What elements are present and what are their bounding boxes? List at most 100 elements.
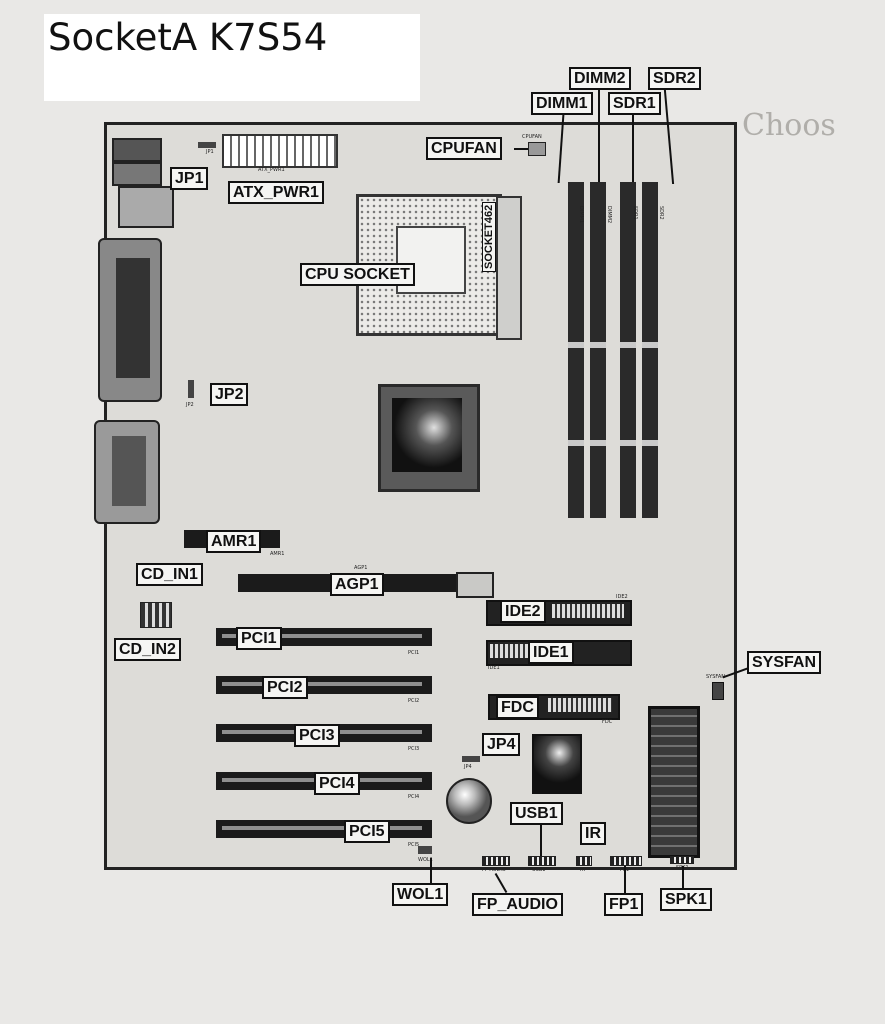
cpu-socket-label: CPU SOCKET xyxy=(300,263,415,286)
dimm-clip xyxy=(590,440,606,446)
dimm-clip xyxy=(590,342,606,348)
ide1-pins xyxy=(490,644,530,658)
dimm-clip xyxy=(568,342,584,348)
pci1-label: PCI1 xyxy=(236,627,282,650)
sdr2-silkscreen: SDR2 xyxy=(658,206,664,220)
atx-pwr1-silkscreen: ATX_PWR1 xyxy=(258,167,285,173)
dimm-clip xyxy=(620,440,636,446)
sdr2-slot xyxy=(642,182,658,518)
sdr1-silkscreen: SDR1 xyxy=(632,206,638,220)
fp-audio-header xyxy=(482,856,510,866)
sdr1-slot xyxy=(620,182,636,518)
page-title: SocketA K7S54 xyxy=(48,16,328,59)
jp1-jumper xyxy=(198,142,216,148)
background-page-heading: Choos xyxy=(742,108,836,143)
dimm-clip xyxy=(568,440,584,446)
cd-in-connectors xyxy=(140,602,172,628)
fdc-pins xyxy=(548,698,612,712)
dimm2-silkscreen: DIMM2 xyxy=(606,206,612,224)
pci2-label: PCI2 xyxy=(262,676,308,699)
dimm1-silkscreen: DIMM1 xyxy=(578,206,584,224)
dimm1-slot xyxy=(568,182,584,518)
ir-label: IR xyxy=(580,822,606,845)
cpu-socket-lever xyxy=(496,196,522,340)
bios-chip xyxy=(648,706,700,858)
usb1-label: USB1 xyxy=(510,802,563,825)
ide2-pins xyxy=(552,604,624,618)
usb1-leader xyxy=(540,824,542,856)
jp2-silkscreen: JP2 xyxy=(186,402,194,408)
ide1-label: IDE1 xyxy=(528,641,574,664)
fp1-label: FP1 xyxy=(604,893,644,916)
jp4-silkscreen: JP4 xyxy=(464,764,472,770)
dimm-clip xyxy=(642,342,658,348)
cpufan-leader xyxy=(514,148,528,150)
serial-port-inner xyxy=(112,436,146,506)
wol1-connector xyxy=(418,846,432,854)
sysfan-connector xyxy=(712,682,724,700)
dimm2-leader xyxy=(598,90,600,184)
ir-header xyxy=(576,856,592,866)
atx-pwr1-label: ATX_PWR1 xyxy=(228,181,324,204)
atx-power-connector xyxy=(222,134,338,168)
pci3-silkscreen: PCI3 xyxy=(408,746,420,752)
fp-audio-leader xyxy=(494,872,508,894)
cpufan-label: CPUFAN xyxy=(426,137,502,160)
agp1-silkscreen: AGP1 xyxy=(354,565,368,571)
dimm2-label: DIMM2 xyxy=(569,67,631,90)
amr1-silkscreen: AMR1 xyxy=(270,551,285,557)
ide2-silkscreen: IDE2 xyxy=(616,594,628,600)
rear-io-ps2-lower xyxy=(112,162,162,186)
fdc-label: FDC xyxy=(496,696,539,719)
fp-audio-label: FP_AUDIO xyxy=(472,893,563,916)
sdr2-label: SDR2 xyxy=(648,67,701,90)
usb1-header xyxy=(528,856,556,866)
cmos-battery xyxy=(446,778,492,824)
fp1-leader xyxy=(624,866,626,894)
spk1-label: SPK1 xyxy=(660,888,712,911)
agp1-latch xyxy=(456,572,494,598)
pci3-label: PCI3 xyxy=(294,724,340,747)
fp1-header xyxy=(610,856,642,866)
pci1-silkscreen: PCI1 xyxy=(408,650,420,656)
pci1-slot-pins xyxy=(222,634,422,638)
jp1-silkscreen: JP1 xyxy=(206,149,214,155)
pci5-slot-pins xyxy=(222,826,422,830)
jp4-label: JP4 xyxy=(482,733,521,756)
socket462-text: SOCKET462 xyxy=(482,201,496,272)
spk1-leader xyxy=(682,866,684,888)
fdc-silkscreen: FDC xyxy=(602,719,613,725)
fp-audio-silkscreen: FP AUDIO xyxy=(482,867,506,873)
wol1-leader xyxy=(430,858,432,884)
ir-silkscreen: IR xyxy=(580,867,585,873)
cd-in1-label: CD_IN1 xyxy=(136,563,203,586)
dimm2-slot xyxy=(590,182,606,518)
wol1-silkscreen: WOL1 xyxy=(418,857,433,863)
wol1-label: WOL1 xyxy=(392,883,449,906)
jp2-jumper xyxy=(188,380,194,398)
chipset-die xyxy=(392,398,462,472)
pci4-label: PCI4 xyxy=(314,772,360,795)
jp4-jumper xyxy=(462,756,480,762)
rear-io-usb xyxy=(118,186,174,228)
jp1-label: JP1 xyxy=(170,167,209,190)
dimm-clip xyxy=(642,440,658,446)
cpufan-silkscreen: CPUFAN xyxy=(522,134,542,140)
spk1-header xyxy=(670,856,694,864)
pci5-label: PCI5 xyxy=(344,820,390,843)
cd-in2-label: CD_IN2 xyxy=(114,638,181,661)
cpufan-connector xyxy=(528,142,546,156)
sdr1-label: SDR1 xyxy=(608,92,661,115)
pci2-slot-pins xyxy=(222,682,422,686)
jp2-label: JP2 xyxy=(210,383,249,406)
dimm-clip xyxy=(620,342,636,348)
southbridge-chip xyxy=(532,734,582,794)
pci4-silkscreen: PCI4 xyxy=(408,794,420,800)
agp1-label: AGP1 xyxy=(330,573,384,596)
parallel-port-inner xyxy=(116,258,150,378)
sysfan-silkscreen: SYSFAN xyxy=(706,674,725,680)
sysfan-label: SYSFAN xyxy=(747,651,822,674)
ide1-silkscreen: IDE1 xyxy=(488,665,500,671)
title-box xyxy=(44,14,420,101)
rear-io-ps2 xyxy=(112,138,162,162)
